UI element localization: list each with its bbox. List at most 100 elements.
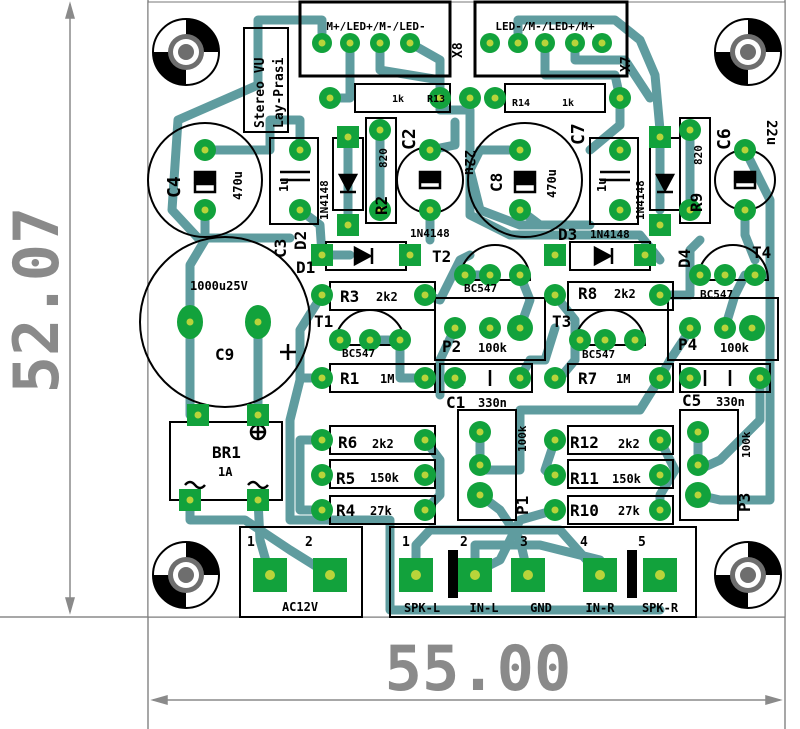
pad-hole-8 xyxy=(598,39,606,47)
pad-hole-75 xyxy=(421,436,429,444)
r7-value: 1M xyxy=(616,372,630,386)
r8-value: 2k2 xyxy=(614,287,636,301)
pad-hole-82 xyxy=(551,471,559,479)
pad-hole-27 xyxy=(201,206,209,214)
mounting-hole-bl xyxy=(152,541,220,609)
t2-name: T2 xyxy=(432,247,451,266)
x7-name: X7 xyxy=(619,56,634,72)
pad-hole-89 xyxy=(694,428,702,436)
r3-value: 2k2 xyxy=(376,290,398,304)
r4-name: R4 xyxy=(336,501,355,520)
pad-hole-0 xyxy=(318,39,326,47)
r2-value: 820 xyxy=(377,148,390,168)
pad-hole-42 xyxy=(721,271,729,279)
pad-hole-91 xyxy=(694,491,702,499)
pad-hole-49 xyxy=(254,318,262,326)
d1-name: D1 xyxy=(296,258,315,277)
pad-hole-66 xyxy=(551,374,559,382)
pad-hole-30 xyxy=(426,146,434,154)
pad-hole-79 xyxy=(421,506,429,514)
ac-terminal-pin2: 2 xyxy=(305,535,313,550)
c1-value: 330n xyxy=(478,396,507,410)
pad-hole-96 xyxy=(523,570,533,580)
pad-hole-9 xyxy=(326,94,334,102)
pad-hole-92 xyxy=(265,570,275,580)
pad-hole-85 xyxy=(656,506,664,514)
pad-hole-19 xyxy=(656,221,664,229)
pad-hole-98 xyxy=(655,570,665,580)
c3-name: C3 xyxy=(271,239,290,258)
pad-hole-14 xyxy=(344,133,352,141)
pad-hole-32 xyxy=(741,146,749,154)
c1-name: C1 xyxy=(446,393,465,412)
pad-hole-63 xyxy=(421,374,429,382)
pad-hole-70 xyxy=(194,411,202,419)
x8-name: X8 xyxy=(451,42,466,58)
r14-name: R14 xyxy=(512,98,530,109)
d3-name: D3 xyxy=(558,225,577,244)
r6-name: R6 xyxy=(338,433,357,452)
mounting-holes xyxy=(152,18,782,609)
r4-value: 27k xyxy=(370,504,392,518)
pad-hole-10 xyxy=(436,94,444,102)
r10-name: R10 xyxy=(570,501,599,520)
c7-name: C7 xyxy=(568,123,589,145)
br1-name: BR1 xyxy=(212,443,241,462)
pad-hole-21 xyxy=(686,206,694,214)
pad-hole-13 xyxy=(616,94,624,102)
pad-hole-23 xyxy=(296,206,304,214)
pad-hole-48 xyxy=(186,318,194,326)
pad-hole-24 xyxy=(616,146,624,154)
r9-value: 820 xyxy=(692,145,705,165)
pad-hole-43 xyxy=(751,271,759,279)
ac-terminal-label: AC12V xyxy=(282,600,318,614)
board-title-line1: Stereo VU xyxy=(253,57,268,128)
pad-hole-40 xyxy=(516,271,524,279)
c6-value: 22u xyxy=(763,120,779,145)
br1-value: 1A xyxy=(218,465,233,479)
component-pads xyxy=(177,33,771,592)
t1-name: T1 xyxy=(314,312,333,331)
d4-name: D4 xyxy=(675,249,694,268)
c5-value: 330n xyxy=(716,395,745,409)
c9-name: C9 xyxy=(215,345,234,364)
pad-hole-97 xyxy=(595,570,605,580)
pad-hole-61 xyxy=(631,336,639,344)
board-title-line2: Lay-Prasi xyxy=(272,57,287,128)
pad-hole-59 xyxy=(576,336,584,344)
pad-hole-16 xyxy=(376,126,384,134)
p4-name: P4 xyxy=(678,335,697,354)
c4-value: 470u xyxy=(231,171,245,200)
pad-hole-20 xyxy=(686,126,694,134)
io-label-gnd: GND xyxy=(530,601,552,615)
io-terminal-pin4: 4 xyxy=(580,535,588,550)
t3-name: T3 xyxy=(552,312,571,331)
r5-value: 150k xyxy=(370,471,400,485)
r1-value: 1M xyxy=(380,372,394,386)
pad-hole-55 xyxy=(748,324,756,332)
pad-hole-6 xyxy=(541,39,549,47)
pad-hole-65 xyxy=(516,374,524,382)
pad-hole-86 xyxy=(476,428,484,436)
pad-hole-88 xyxy=(476,491,484,499)
pad-hole-33 xyxy=(741,206,749,214)
d1-value: 1N4148 xyxy=(410,227,450,240)
pad-hole-4 xyxy=(486,39,494,47)
c2-value: 22u xyxy=(461,150,477,175)
pad-hole-93 xyxy=(325,570,335,580)
r9-name: R9 xyxy=(687,193,706,212)
pad-hole-17 xyxy=(376,206,384,214)
pad-hole-57 xyxy=(366,336,374,344)
p3-value: 100k xyxy=(740,431,753,458)
pad-hole-36 xyxy=(551,251,559,259)
pad-hole-44 xyxy=(318,291,326,299)
c6-name: C6 xyxy=(714,128,735,150)
p2-name: P2 xyxy=(442,337,461,356)
io-label-spk-l: SPK-L xyxy=(404,601,440,615)
pad-hole-1 xyxy=(346,39,354,47)
c8-value: 470u xyxy=(545,169,559,198)
r13-value: 1k xyxy=(392,94,404,105)
pad-hole-73 xyxy=(254,496,262,504)
mounting-hole-tl xyxy=(152,18,220,86)
pad-hole-87 xyxy=(476,461,484,469)
